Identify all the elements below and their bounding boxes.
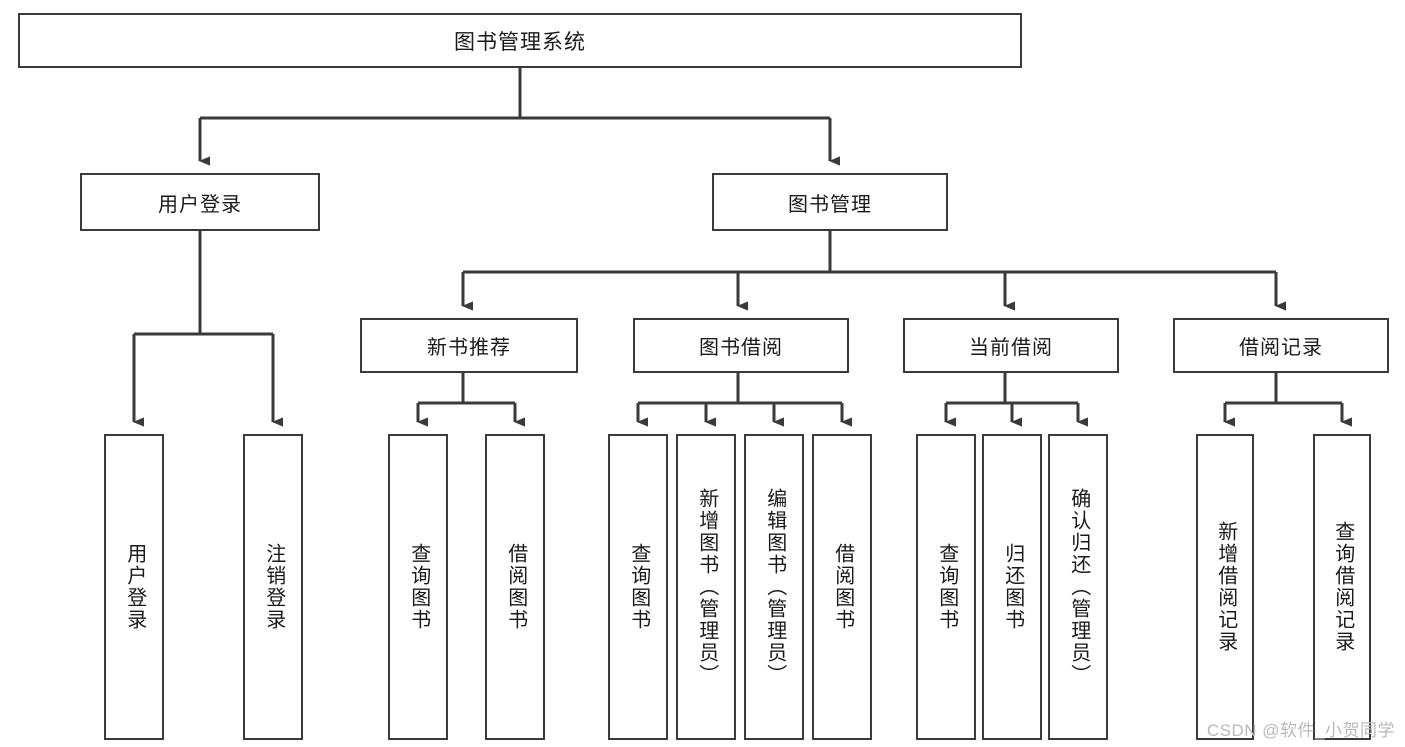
- node-book-manage[interactable]: 图书管理: [712, 173, 948, 231]
- node-leaf-query-borrow-record[interactable]: 查询借阅记录: [1313, 434, 1371, 740]
- node-leaf-add-borrow-record[interactable]: 新增借阅记录: [1196, 434, 1254, 740]
- node-leaf-query-book-1-label: 查询图书: [407, 543, 430, 631]
- node-leaf-return-book[interactable]: 归还图书: [982, 434, 1042, 740]
- node-leaf-query-book-3[interactable]: 查询图书: [916, 434, 976, 740]
- node-leaf-add-book-admin-label: 新增图书（管理员）: [695, 488, 718, 686]
- node-leaf-query-book-1[interactable]: 查询图书: [388, 434, 448, 740]
- node-user-login-label: 用户登录: [158, 193, 242, 216]
- node-leaf-add-borrow-record-label: 新增借阅记录: [1214, 521, 1237, 653]
- node-leaf-user-login-label: 用户登录: [123, 543, 146, 631]
- node-root[interactable]: 图书管理系统: [18, 13, 1022, 68]
- node-leaf-query-book-3-label: 查询图书: [935, 543, 958, 631]
- watermark-text: CSDN @软件_小贺同学: [1206, 721, 1395, 740]
- node-leaf-logout-login-label: 注销登录: [262, 543, 285, 631]
- node-leaf-borrow-book-1-label: 借阅图书: [504, 543, 527, 631]
- node-new-book-recommend[interactable]: 新书推荐: [360, 318, 578, 373]
- node-user-login[interactable]: 用户登录: [80, 173, 320, 231]
- node-leaf-confirm-return-admin[interactable]: 确认归还（管理员）: [1048, 434, 1108, 740]
- node-leaf-logout-login[interactable]: 注销登录: [243, 434, 303, 740]
- node-leaf-return-book-label: 归还图书: [1001, 543, 1024, 631]
- node-new-book-recommend-label: 新书推荐: [427, 337, 511, 359]
- node-leaf-user-login[interactable]: 用户登录: [104, 434, 164, 740]
- node-leaf-query-borrow-record-label: 查询借阅记录: [1331, 521, 1354, 653]
- node-borrow-record[interactable]: 借阅记录: [1173, 318, 1389, 373]
- node-book-borrow[interactable]: 图书借阅: [633, 318, 849, 373]
- node-current-borrow-label: 当前借阅: [969, 337, 1053, 359]
- node-leaf-edit-book-admin[interactable]: 编辑图书（管理员）: [744, 434, 804, 740]
- node-leaf-borrow-book-2-label: 借阅图书: [831, 543, 854, 631]
- node-leaf-query-book-2-label: 查询图书: [627, 543, 650, 631]
- node-leaf-confirm-return-admin-label: 确认归还（管理员）: [1067, 488, 1090, 686]
- node-book-borrow-label: 图书借阅: [699, 337, 783, 359]
- node-root-label: 图书管理系统: [454, 30, 586, 54]
- node-current-borrow[interactable]: 当前借阅: [903, 318, 1119, 373]
- node-book-manage-label: 图书管理: [788, 193, 872, 216]
- node-leaf-edit-book-admin-label: 编辑图书（管理员）: [763, 488, 786, 686]
- node-leaf-query-book-2[interactable]: 查询图书: [608, 434, 668, 740]
- node-leaf-add-book-admin[interactable]: 新增图书（管理员）: [676, 434, 736, 740]
- node-leaf-borrow-book-2[interactable]: 借阅图书: [812, 434, 872, 740]
- node-leaf-borrow-book-1[interactable]: 借阅图书: [485, 434, 545, 740]
- node-borrow-record-label: 借阅记录: [1239, 337, 1323, 359]
